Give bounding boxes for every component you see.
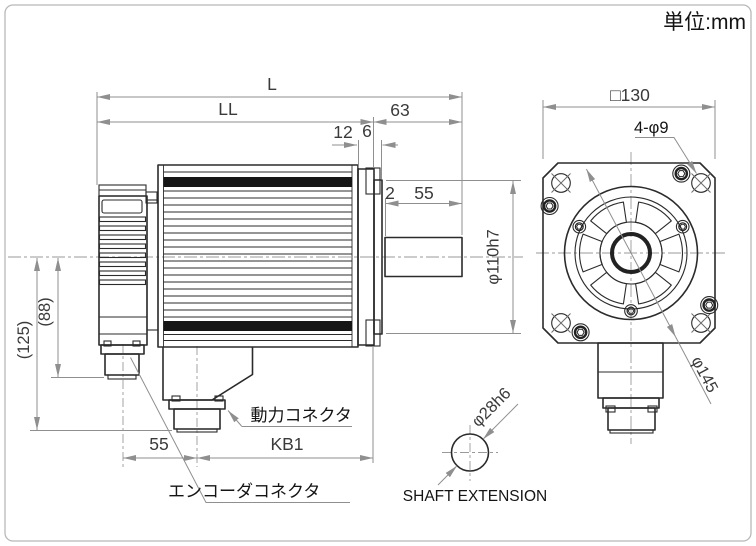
side-view: L LL 63 12 6 2 55 φ110h7 (125) [8,74,523,503]
shaft-section-circle [450,433,490,472]
dimension-12: 12 [332,122,357,148]
dimension-63-label: 63 [390,100,409,120]
dimension-12-label: 12 [333,122,352,142]
page-border [4,4,752,542]
flange-ear-top [365,167,381,195]
dimension-2-55: 2 55 [385,183,462,207]
dimension-KB1: KB1 [197,434,373,461]
pilot-boss [373,179,383,335]
encoder-connector-label: エンコーダコネクタ [168,482,320,501]
dimension-shaft-55-label: 55 [414,183,433,203]
unit-note: 単位:mm [663,11,746,34]
dimension-4-holes-label: 4-φ9 [634,119,669,137]
dimension-2-label: 2 [385,183,395,203]
encoder-connector [100,340,145,380]
dimension-63: 63 [373,100,462,125]
dimension-6-label: 6 [362,121,372,141]
dimension-L-label: L [267,74,277,94]
dimension-connector-55: 55 [123,434,197,461]
flange-and-shaft [357,167,463,347]
dimension-125-label: (125) [15,321,33,360]
dimension-LL-label: LL [218,99,238,119]
dimension-pilot-diameter-label: φ110h7 [485,229,503,284]
dimension-square-130: □130 [542,85,716,159]
dimension-4-holes: 4-φ9 [634,119,697,174]
front-view: □130 4-φ9 φ145 [536,85,727,444]
encoder-nameplate [101,199,143,214]
body-band-bottom [163,321,352,331]
shaft [384,236,463,278]
encoder-fins [98,216,147,286]
motor-body-fins [163,171,352,341]
dimension-88-label: (88) [36,297,54,326]
dimension-88: (88) [36,258,61,377]
body-band-top [163,177,352,187]
dimension-LL: LL [97,99,374,125]
power-connector [162,347,254,433]
shaft-extension-caption: SHAFT EXTENSION [403,488,547,505]
callout-power-connector: 動力コネクタ [227,406,352,427]
dimension-6: 6 [362,121,398,148]
dimension-square-130-label: □130 [610,85,650,105]
front-connector [597,342,664,434]
side-extension-lines [30,92,521,463]
dimension-L: L [97,74,462,100]
dimension-125: (125) [15,258,40,430]
power-connector-label: 動力コネクタ [251,406,352,425]
dimension-KB1-label: KB1 [270,434,303,454]
dimension-connector-55-label: 55 [149,434,168,454]
dimension-pilot-diameter: φ110h7 [485,181,516,333]
flange-square [542,162,716,344]
callout-encoder-connector: エンコーダコネクタ [130,357,350,503]
